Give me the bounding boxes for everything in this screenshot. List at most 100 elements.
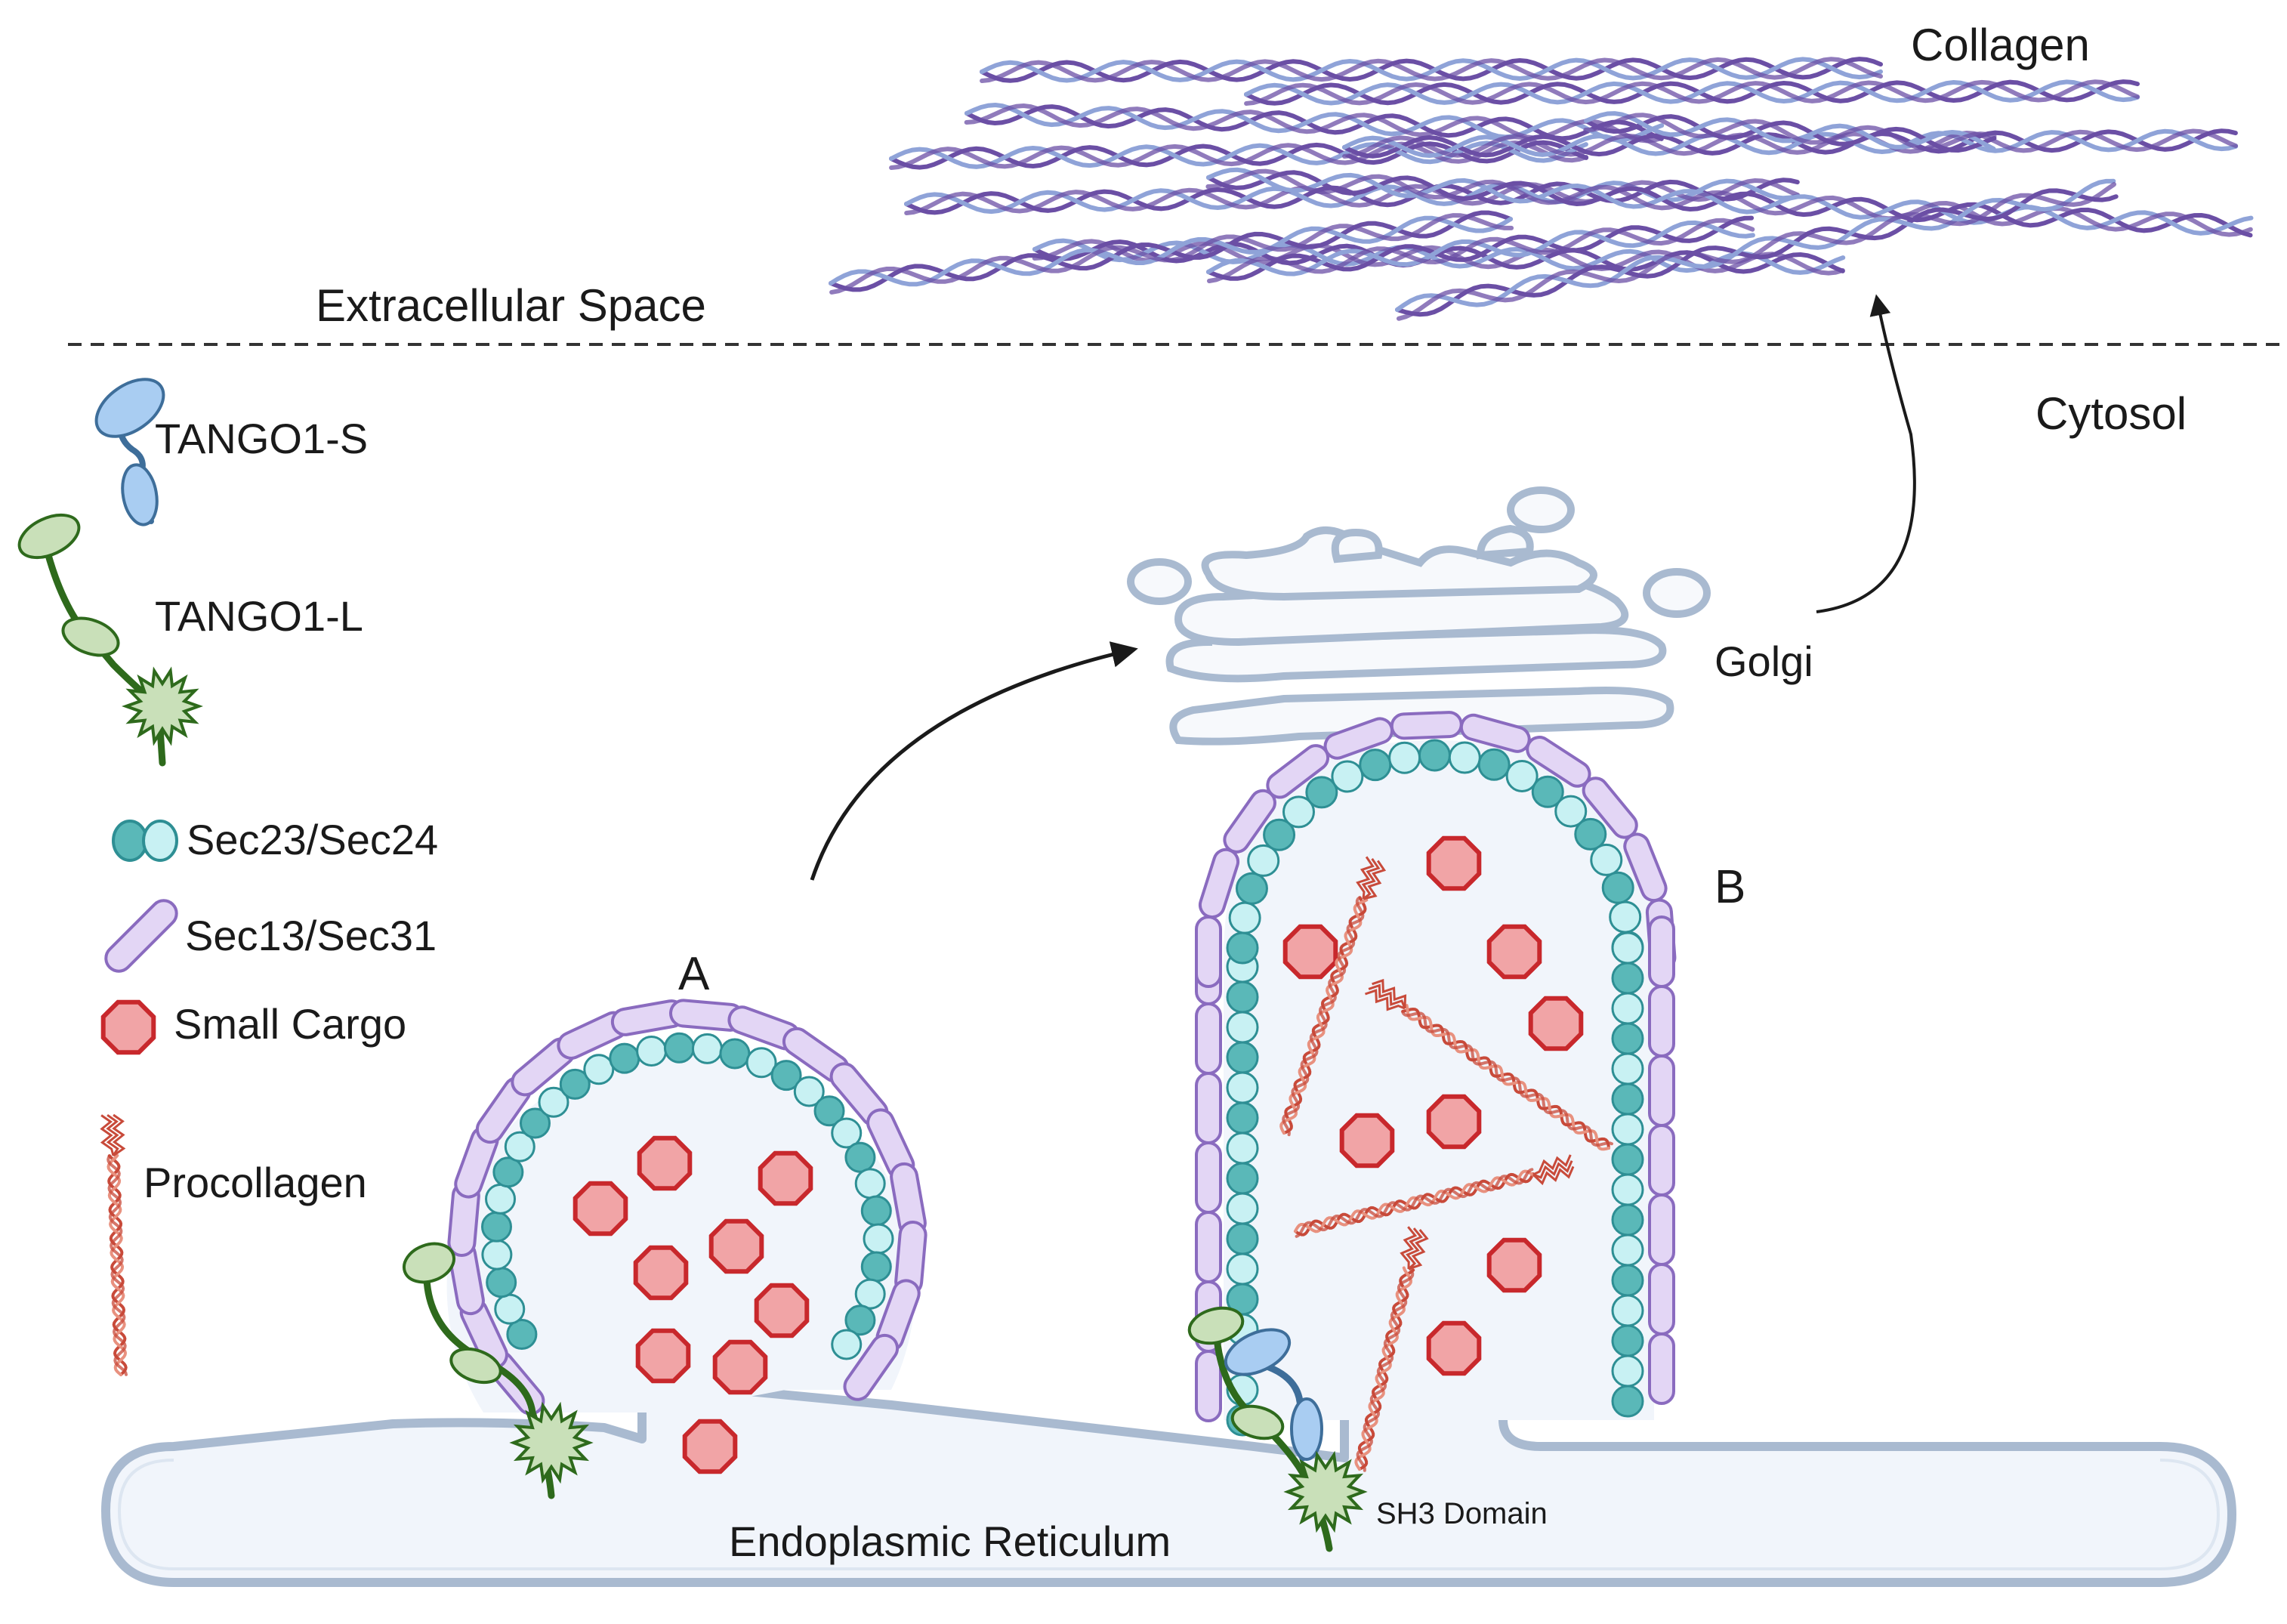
small-cargo [708, 1218, 764, 1274]
sec24-unit [1611, 1173, 1644, 1206]
collagen-fiber [889, 140, 1588, 169]
tango1-l-at-vesicle-a [403, 1242, 594, 1499]
sec24-unit [1448, 741, 1481, 774]
small-cargo [1426, 1320, 1482, 1376]
small-cargo-icon [100, 999, 156, 1055]
sec23-unit [844, 1141, 876, 1173]
sec23-unit [1235, 872, 1268, 905]
vesicle-b-small-cargo [1282, 835, 1584, 1376]
sec23-unit [1611, 1264, 1644, 1297]
sec23-unit [559, 1068, 591, 1100]
sec23-unit [1226, 1162, 1259, 1195]
sec23-unit [609, 1042, 640, 1074]
vesicle-b-procollagen [1279, 856, 1613, 1472]
collagen-fiber [980, 57, 1883, 83]
procollagen-end [1368, 983, 1406, 1009]
sec24-unit [1505, 759, 1539, 792]
small-cargo [754, 1283, 810, 1338]
collagen-fiber [1207, 218, 1755, 283]
legend-label-procollagen: Procollagen [144, 1159, 367, 1206]
sec23-unit [860, 1251, 892, 1283]
collagen-fiber [1583, 113, 1997, 151]
golgi-label: Golgi [1714, 638, 1813, 685]
procollagen-end [112, 1113, 126, 1157]
procollagen-icon [100, 1113, 128, 1376]
endoplasmic-reticulum-label: Endoplasmic Reticulum [729, 1517, 1171, 1565]
sec24-unit [831, 1329, 863, 1360]
procollagen-strand [107, 1154, 128, 1376]
tango1-l-icon [17, 513, 203, 767]
small-cargo [637, 1135, 693, 1191]
procollagen-end [1372, 978, 1407, 1009]
small-cargo [1486, 924, 1542, 980]
procollagen-strand [1354, 1266, 1413, 1471]
sec13-sec31-unit [1648, 1054, 1675, 1127]
sec24-unit [485, 1183, 517, 1215]
sec13-sec31-unit [1195, 1072, 1222, 1144]
collagen-fiber [1206, 167, 2254, 236]
golgi-apparatus [1127, 486, 1711, 746]
procollagen-strand [1294, 1169, 1535, 1233]
sec24-unit [1226, 1192, 1259, 1225]
sec13-sec31-icon [104, 899, 178, 973]
procollagen-strand [1282, 896, 1365, 1137]
sec23-unit [1226, 980, 1259, 1014]
small-cargo [1426, 1094, 1482, 1150]
sec24-unit [1226, 1071, 1259, 1104]
sec23-unit [1611, 1385, 1644, 1418]
sec24-unit [538, 1086, 569, 1118]
procollagen-end [106, 1113, 119, 1156]
tango1-at-vesicle-b [1187, 1306, 1368, 1552]
sec24-unit [504, 1131, 535, 1162]
sec13-sec31-unit [1648, 1193, 1675, 1266]
sec13-sec31-unit [1648, 1124, 1675, 1196]
collagen-label: Collagen [1911, 20, 2090, 70]
sec24-unit [745, 1047, 777, 1079]
legend-label-sec13-sec31: Sec13/Sec31 [185, 912, 437, 959]
sec23-unit [1418, 739, 1451, 772]
extracellular-space-label: Extracellular Space [316, 280, 706, 331]
collagen-fiber [904, 178, 1801, 215]
small-cargo [633, 1245, 689, 1301]
collagen-fiber [1395, 178, 2116, 312]
vesicle-b-label: B [1714, 861, 1745, 913]
collagen-fiber [980, 57, 1883, 83]
collagen-fiber [889, 140, 1589, 170]
sec24-unit [494, 1293, 526, 1325]
procollagen-strand [1282, 896, 1367, 1135]
sec24-unit [1611, 1354, 1644, 1388]
collagen-fiber [1395, 188, 2119, 317]
procollagen-end [1532, 1160, 1573, 1179]
sec24-unit [1611, 1294, 1644, 1327]
sec23-unit [1574, 817, 1607, 851]
sec13-sec31-unit [1648, 985, 1675, 1057]
procollagen-end [1361, 858, 1381, 900]
sec24-unit [1331, 760, 1364, 793]
small-cargo [682, 1419, 738, 1474]
small-cargo [635, 1328, 691, 1384]
sec13-sec31-unit [1648, 915, 1675, 988]
legend-label-sec23-sec24: Sec23/Sec24 [187, 816, 438, 863]
sec24-unit [854, 1278, 886, 1310]
sec23-unit [486, 1267, 517, 1298]
vesicle-a-sec23-sec24-coat [480, 1032, 894, 1360]
collagen-fiber [1244, 79, 2140, 106]
sec23-unit [1263, 818, 1296, 851]
vesicle-b-sec13-sec31-coat [1195, 711, 1677, 1422]
sec24-unit [1228, 901, 1261, 934]
sec13-sec31-unit [1195, 915, 1222, 988]
small-cargo [1339, 1113, 1395, 1169]
collagen-fiber [964, 102, 1665, 143]
procollagen-end [100, 1114, 115, 1156]
procollagen-strand [1279, 898, 1369, 1135]
transport-arrow-to-golgi [810, 641, 1138, 881]
procollagen-end [1400, 1226, 1418, 1270]
vesicle-a [446, 999, 927, 1474]
sec24-unit [481, 1239, 513, 1270]
sec23-unit [1611, 962, 1644, 995]
sec13-sec31-unit [1648, 1263, 1675, 1335]
sec24-unit [1611, 992, 1644, 1025]
procollagen-end [1356, 856, 1375, 900]
collagen-fibers [829, 57, 2254, 321]
sec23-unit [663, 1032, 695, 1064]
